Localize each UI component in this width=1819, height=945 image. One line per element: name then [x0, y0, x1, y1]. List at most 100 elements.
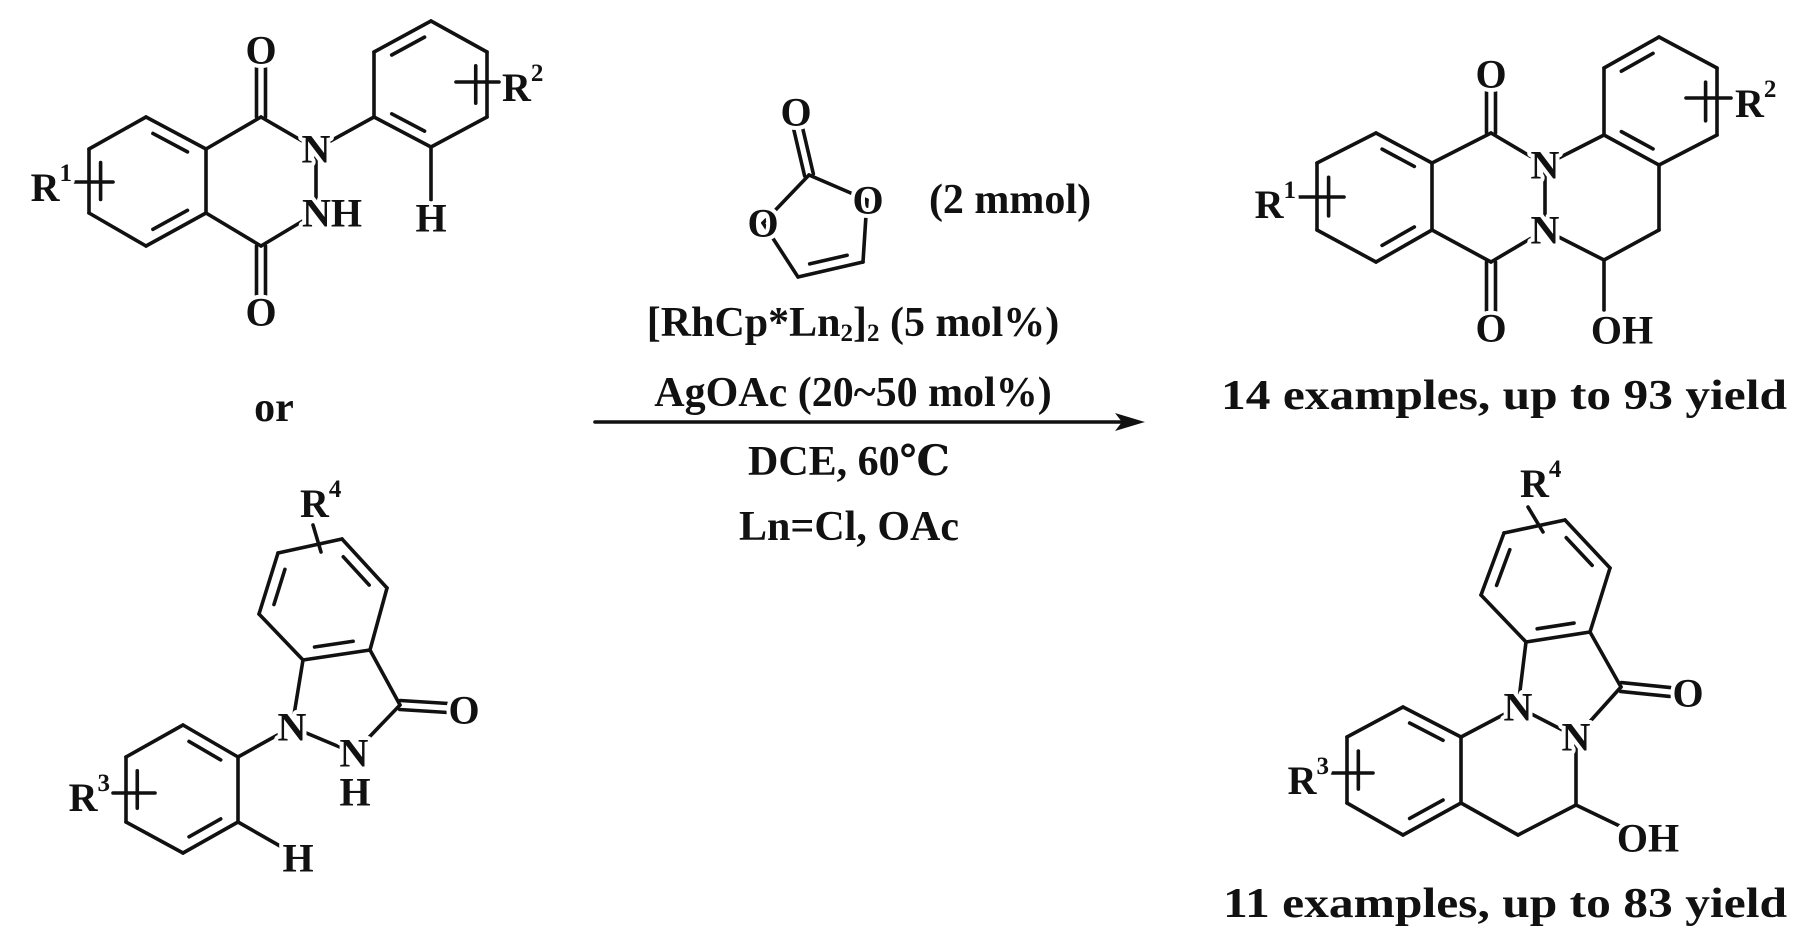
ring-bond: [124, 820, 185, 855]
ring-bond: [1345, 705, 1405, 739]
bond-line: [1588, 630, 1623, 689]
bond-line: [1516, 705, 1578, 739]
carbonyl-bond: [1618, 689, 1672, 699]
bond-line: [1602, 228, 1661, 262]
ring-bond: [257, 551, 280, 616]
atom-nh: NH: [302, 191, 362, 236]
product-1-yield-caption: 14 examples, up to 93 yield: [1221, 373, 1787, 419]
reaction-conditions: [RhCp*Ln2]2 (5 mol%) AgOAc (20~50 mol%) …: [593, 300, 1145, 550]
ring-bond: [1315, 131, 1378, 165]
ring-bond: [1602, 133, 1661, 167]
bond-line: [236, 820, 282, 848]
carbonyl-bond: [791, 127, 807, 178]
carbonyl-bond: [398, 698, 451, 706]
ring-bond: [1479, 531, 1506, 597]
bond-line: [368, 648, 402, 707]
bond-line: [1574, 803, 1630, 832]
bond-line: [761, 221, 800, 279]
atom-oxygen: O: [1672, 671, 1703, 716]
reagent-amount: (2 mmol): [929, 177, 1091, 223]
atom-nitrogen: N: [1531, 208, 1560, 253]
atom-oxygen: O: [747, 201, 778, 246]
ring-bond: [368, 586, 389, 652]
double-bond-inner-line: [312, 639, 355, 649]
bond-line: [259, 211, 318, 248]
bond-line: [1489, 131, 1547, 167]
double-bond-inner-line: [1619, 51, 1655, 73]
ring-bond: [1479, 593, 1528, 644]
atom-nitrogen: N: [1504, 685, 1533, 730]
ring-bond: [1374, 228, 1434, 264]
ring-bond: [181, 820, 240, 855]
ring-bond: [1502, 518, 1567, 535]
or-separator: or: [254, 385, 294, 431]
ring-bond: [301, 648, 372, 662]
double-bond-inner-line: [187, 739, 223, 762]
ring-bond: [87, 211, 148, 248]
ring-bond: [124, 723, 185, 759]
bond-line: [1459, 705, 1520, 739]
substituent-r2: R2: [1735, 76, 1776, 126]
ring-bond: [340, 537, 389, 590]
atom-nitrogen: N: [302, 127, 331, 172]
substituent-r4: R4: [1520, 456, 1562, 506]
double-bond-inner-line: [1494, 547, 1512, 588]
atom-oxygen: O: [448, 688, 479, 733]
atom-oxygen: O: [780, 90, 811, 135]
bond-line: [761, 173, 811, 225]
bond-layer: [72, 19, 1733, 855]
bond-line: [352, 703, 402, 755]
catalyst-label: [RhCp*Ln2]2 (5 mol%): [647, 300, 1059, 347]
double-bond-inner-line: [1535, 621, 1576, 631]
ring-bond: [372, 115, 433, 149]
bond-line: [204, 211, 263, 248]
hydroxyl-group: OH: [1617, 816, 1679, 861]
reactant-indazolone: N N H O H R3 R4: [65, 472, 484, 885]
ring-bond: [144, 115, 208, 151]
bond-line: [1543, 228, 1606, 262]
reaction-arrow-head: [1115, 413, 1145, 431]
double-bond-inner-line: [341, 555, 371, 587]
bond-line: [1489, 228, 1547, 264]
double-bond-inner-line: [1619, 129, 1655, 151]
atom-nitrogen: N: [1562, 715, 1591, 760]
double-bond-inner-line: [1407, 798, 1445, 821]
double-bond-inner-line: [1407, 721, 1445, 743]
atom-hydrogen: H: [282, 836, 313, 881]
ring-bond: [1315, 228, 1378, 264]
bond-line: [1516, 640, 1528, 709]
atom-oxygen: O: [245, 28, 276, 73]
ring-bond: [87, 115, 148, 151]
bond-line: [861, 198, 869, 264]
atom-oxygen: O: [1475, 52, 1506, 97]
atom-hydrogen: H: [339, 770, 370, 815]
atom-oxygen: O: [1475, 306, 1506, 351]
atom-nitrogen: N: [1531, 143, 1560, 188]
ring-bond: [1657, 133, 1719, 167]
ring-bond: [1401, 705, 1463, 739]
ring-bond: [1524, 630, 1592, 644]
bond-line: [314, 115, 376, 151]
ring-bond: [144, 211, 208, 248]
bond-line: [204, 115, 263, 151]
bond-line: [796, 260, 865, 279]
hydroxyl-group: OH: [1591, 308, 1653, 353]
bond-line: [259, 115, 318, 151]
substituent-r1: R1: [1255, 177, 1296, 227]
ring-bond: [1374, 131, 1434, 165]
ring-bond: [1588, 566, 1612, 634]
bond-line: [807, 173, 869, 202]
ring-bond: [257, 612, 305, 662]
reactant-phthalazinedione: O O N NH H R1 R2: [27, 24, 548, 339]
ring-bond: [1345, 801, 1405, 837]
substituent-r3: R3: [1288, 753, 1329, 803]
carbonyl-bond: [800, 125, 816, 176]
substituent-r4: R4: [300, 476, 342, 526]
bond-line: [1543, 133, 1606, 167]
substituent-r3: R3: [69, 770, 110, 820]
bond-line: [1574, 685, 1623, 739]
substituent-bond: [1526, 505, 1545, 534]
ring-bond: [429, 115, 489, 149]
solvent-temperature-label: DCE, 60℃: [748, 439, 950, 485]
